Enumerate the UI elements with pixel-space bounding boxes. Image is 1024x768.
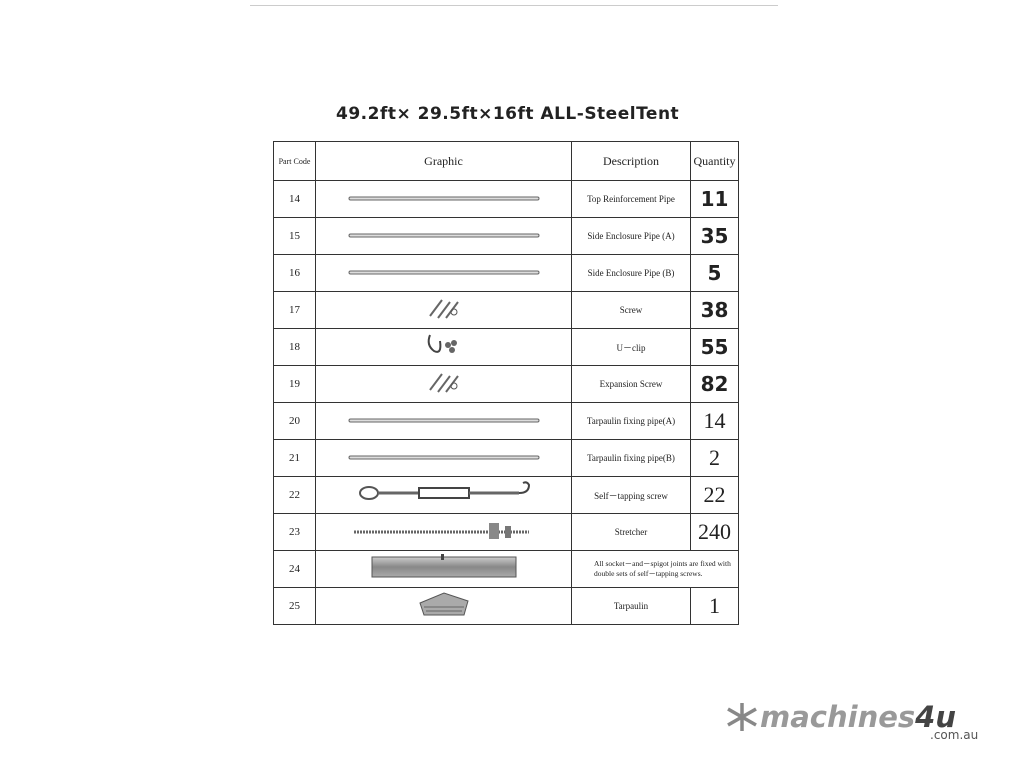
part-quantity: 1 — [690, 587, 739, 625]
top-rule — [250, 5, 778, 6]
part-quantity: 22 — [690, 476, 739, 514]
pipe-icon — [344, 190, 544, 207]
part-quantity: 2 — [690, 439, 739, 477]
part-graphic — [315, 254, 572, 292]
tube-icon — [369, 553, 519, 586]
pipe-icon — [344, 227, 544, 244]
part-code: 23 — [273, 513, 316, 551]
part-quantity: 35 — [690, 217, 739, 255]
part-graphic — [315, 365, 572, 403]
part-description: Self－tapping screw — [571, 476, 691, 514]
table-row: 15 Side Enclosure Pipe (A)35 — [273, 217, 739, 255]
part-description: Screw — [571, 291, 691, 329]
part-description: U－clip — [571, 328, 691, 366]
part-code: 14 — [273, 180, 316, 218]
screws-icon — [424, 298, 464, 326]
part-code: 19 — [273, 365, 316, 403]
part-description: All socket－and－spigot joints are fixed w… — [571, 550, 739, 588]
tarp-icon — [414, 591, 474, 623]
part-quantity: 82 — [690, 365, 739, 403]
logo-domain: .com.au — [930, 728, 979, 742]
pipe-icon — [344, 264, 544, 281]
header-description: Description — [571, 141, 691, 181]
part-graphic — [315, 217, 572, 255]
part-code: 20 — [273, 402, 316, 440]
table-header: Part Code Graphic Description Quantity — [273, 141, 739, 181]
table-row: 21 Tarpaulin fixing pipe(B)2 — [273, 439, 739, 477]
part-code: 24 — [273, 550, 316, 588]
pipe-icon — [344, 412, 544, 429]
pipe-icon — [344, 449, 544, 466]
parts-table: Part Code Graphic Description Quantity 1… — [273, 141, 739, 625]
logo-text-accent: 4u — [915, 700, 956, 734]
part-code: 22 — [273, 476, 316, 514]
part-description: Side Enclosure Pipe (B) — [571, 254, 691, 292]
part-description: Top Reinforcement Pipe — [571, 180, 691, 218]
part-graphic — [315, 587, 572, 625]
part-quantity: 38 — [690, 291, 739, 329]
part-quantity: 5 — [690, 254, 739, 292]
part-description: Side Enclosure Pipe (A) — [571, 217, 691, 255]
part-graphic — [315, 476, 572, 514]
part-code: 21 — [273, 439, 316, 477]
header-part-code: Part Code — [273, 141, 316, 181]
logo-text-main: machines — [760, 700, 916, 734]
snowflake-icon — [727, 703, 757, 731]
part-graphic — [315, 439, 572, 477]
header-quantity: Quantity — [690, 141, 739, 181]
part-description: Stretcher — [571, 513, 691, 551]
turnbuckle-icon — [349, 480, 539, 511]
part-description: Tarpaulin — [571, 587, 691, 625]
clips-icon — [424, 334, 464, 363]
part-description: Tarpaulin fixing pipe(B) — [571, 439, 691, 477]
table-row: 16 Side Enclosure Pipe (B)5 — [273, 254, 739, 292]
part-quantity: 14 — [690, 402, 739, 440]
part-graphic — [315, 291, 572, 329]
part-code: 18 — [273, 328, 316, 366]
part-code: 16 — [273, 254, 316, 292]
part-graphic — [315, 550, 572, 588]
part-quantity: 11 — [690, 180, 739, 218]
part-description: Tarpaulin fixing pipe(A) — [571, 402, 691, 440]
table-row: 20 Tarpaulin fixing pipe(A)14 — [273, 402, 739, 440]
part-code: 17 — [273, 291, 316, 329]
part-quantity: 55 — [690, 328, 739, 366]
screws-icon — [424, 372, 464, 400]
part-quantity: 240 — [690, 513, 739, 551]
page-title: 49.2ft× 29.5ft×16ft ALL-SteelTent — [336, 104, 680, 124]
part-graphic — [315, 328, 572, 366]
part-code: 15 — [273, 217, 316, 255]
rod-icon — [349, 522, 539, 544]
part-graphic — [315, 402, 572, 440]
part-graphic — [315, 180, 572, 218]
part-description: Expansion Screw — [571, 365, 691, 403]
part-graphic — [315, 513, 572, 551]
header-graphic: Graphic — [315, 141, 572, 181]
part-code: 25 — [273, 587, 316, 625]
table-row: 24 All socket－and－spigot joints are fixed… — [273, 550, 739, 588]
